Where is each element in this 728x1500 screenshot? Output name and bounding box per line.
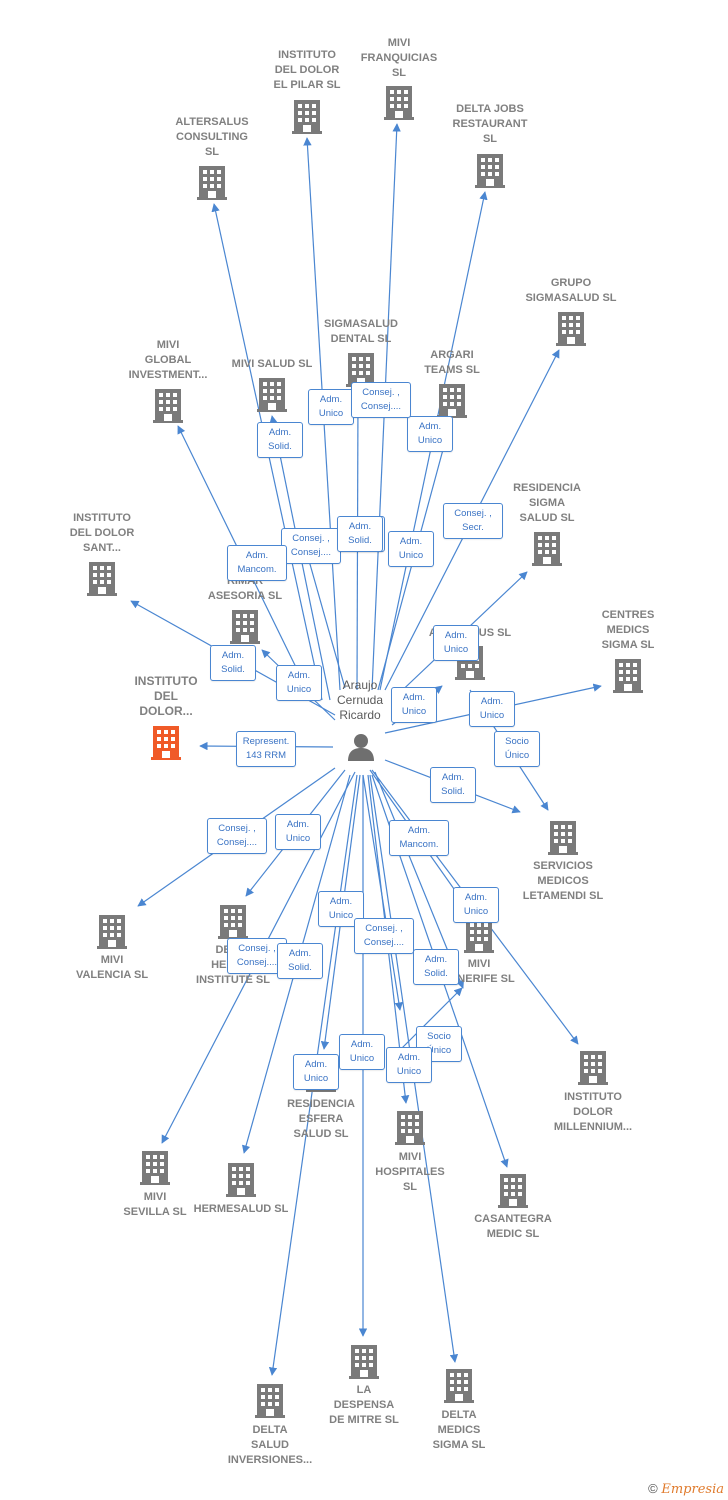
role-label-servicios-2[interactable]: Socio Único (494, 731, 540, 767)
company-label-mivi-hospitales[interactable]: MIVI HOSPITALES SL (375, 1151, 445, 1193)
company-label-la-despensa[interactable]: LA DESPENSA DE MITRE SL (329, 1384, 399, 1426)
role-label-centres[interactable]: Adm. Unico (469, 691, 515, 727)
company-building-icon[interactable] (197, 166, 227, 200)
role-label-mivi-global[interactable]: Adm. Mancom. (227, 545, 287, 581)
company-building-icon[interactable] (349, 1345, 379, 1379)
role-label-altersalus[interactable]: Adm. Solid. (257, 422, 303, 458)
company-building-icon[interactable] (230, 610, 260, 644)
role-label-hermesalud[interactable]: Adm. Solid. (277, 943, 323, 979)
company-label-delta-medics[interactable]: DELTA MEDICS SIGMA SL (432, 1409, 486, 1451)
company-label-instituto-dolor-sant[interactable]: INSTITUTO DEL DOLOR SANT... (69, 512, 135, 554)
role-label-esfera-2[interactable]: Consej. , Consej.... (354, 918, 414, 954)
role-label-franquicias[interactable]: Adm. Unico (308, 389, 354, 425)
role-label-servicios-1[interactable]: Adm. Solid. (430, 767, 476, 803)
company-label-argari-teams[interactable]: ARGARI TEAMS SL (424, 349, 480, 376)
role-label-sant[interactable]: Adm. Solid. (210, 645, 256, 681)
role-label-despensa[interactable]: Adm. Unico (386, 1047, 432, 1083)
company-label-mivi-franquicias[interactable]: MIVI FRANQUICIAS SL (360, 37, 438, 79)
role-label-main[interactable]: Represent. 143 RRM (236, 731, 296, 767)
company-label-instituto-millennium[interactable]: INSTITUTO DOLOR MILLENNIUM... (553, 1091, 633, 1133)
company-label-mivi-global[interactable]: MIVI GLOBAL INVESTMENT... (128, 339, 208, 381)
brand-logo[interactable]: Empresia (661, 1482, 724, 1497)
company-building-icon[interactable] (255, 1384, 285, 1418)
company-label-casantegra[interactable]: CASANTEGRA MEDIC SL (474, 1213, 552, 1240)
company-label-delta-salud-inv[interactable]: DELTA SALUD INVERSIONES... (227, 1424, 313, 1466)
role-label-tenerife-1[interactable]: Adm. Unico (453, 887, 499, 923)
copyright-symbol: © (648, 1481, 658, 1496)
footer: © Empresia (648, 1481, 724, 1497)
company-building-icon[interactable] (464, 919, 494, 953)
company-label-instituto-dolor-main[interactable]: INSTITUTO DEL DOLOR... (134, 674, 198, 718)
role-label-grupo[interactable]: Consej. , Secr. (443, 503, 503, 539)
company-building-icon[interactable] (444, 1369, 474, 1403)
company-building-icon[interactable] (578, 1051, 608, 1085)
role-label-mivi-salud-2[interactable]: Adm. Solid. (337, 516, 383, 552)
role-label-alterplus[interactable]: Adm. Unico (391, 687, 437, 723)
role-label-mivi-salud[interactable]: Consej. , Consej.... (351, 382, 411, 418)
center-person-name[interactable]: Araujo Cernuda Ricardo (336, 678, 384, 722)
company-label-servicios-medicos[interactable]: SERVICIOS MEDICOS LETAMENDI SL (522, 860, 604, 902)
company-building-icon[interactable] (548, 821, 578, 855)
company-building-icon[interactable] (437, 384, 467, 418)
company-label-mivi-salud[interactable]: MIVI SALUD SL (231, 358, 313, 370)
role-label-valencia[interactable]: Consej. , Consej.... (207, 818, 267, 854)
company-building-icon[interactable] (151, 726, 181, 760)
relationship-edge (304, 549, 346, 689)
company-building-icon[interactable] (140, 1151, 170, 1185)
role-label-residencia-sigma[interactable]: Adm. Unico (433, 625, 479, 661)
company-building-icon[interactable] (153, 389, 183, 423)
company-label-residencia-sigma[interactable]: RESIDENCIA SIGMA SALUD SL (513, 482, 581, 524)
role-label-delta-health[interactable]: Adm. Unico (275, 814, 321, 850)
company-label-centres-medics[interactable]: CENTRES MEDICS SIGMA SL (601, 609, 655, 651)
company-building-icon[interactable] (226, 1163, 256, 1197)
company-label-mivi-valencia[interactable]: MIVI VALENCIA SL (75, 954, 149, 981)
role-label-argari[interactable]: Adm. Unico (388, 531, 434, 567)
company-label-grupo-sigmasalud[interactable]: GRUPO SIGMASALUD SL (525, 277, 617, 304)
company-label-delta-jobs[interactable]: DELTA JOBS RESTAURANT SL (452, 103, 528, 145)
company-building-icon[interactable] (384, 86, 414, 120)
company-building-icon[interactable] (97, 915, 127, 949)
company-label-altersalus[interactable]: ALTERSALUS CONSULTING SL (175, 116, 249, 158)
company-label-residencia-esfera[interactable]: RESIDENCIA ESFERA SALUD SL (287, 1098, 355, 1140)
company-label-hermesalud[interactable]: HERMESALUD SL (193, 1203, 289, 1215)
role-label-rimar[interactable]: Adm. Unico (276, 665, 322, 701)
role-label-esfera-1[interactable]: Adm. Unico (318, 891, 364, 927)
company-building-icon[interactable] (556, 312, 586, 346)
role-label-delta-salud[interactable]: Adm. Unico (293, 1054, 339, 1090)
company-building-icon[interactable] (475, 154, 505, 188)
company-building-icon[interactable] (87, 562, 117, 596)
company-label-mivi-sevilla[interactable]: MIVI SEVILLA SL (123, 1191, 187, 1218)
role-label-delta-jobs[interactable]: Adm. Unico (407, 416, 453, 452)
relationship-edge (399, 987, 463, 1051)
company-building-icon[interactable] (257, 378, 287, 412)
company-building-icon[interactable] (218, 905, 248, 939)
company-building-icon[interactable] (498, 1174, 528, 1208)
company-building-icon[interactable] (395, 1111, 425, 1145)
company-building-icon[interactable] (613, 659, 643, 693)
role-label-pilar[interactable]: Consej. , Consej.... (281, 528, 341, 564)
role-label-millennium[interactable]: Adm. Mancom. (389, 820, 449, 856)
company-label-instituto-dolor-pilar[interactable]: INSTITUTO DEL DOLOR EL PILAR SL (273, 49, 341, 91)
role-label-tenerife-2[interactable]: Adm. Solid. (413, 949, 459, 985)
role-label-hospitales-2[interactable]: Adm. Unico (339, 1034, 385, 1070)
company-label-sigmasalud-dental[interactable]: SIGMASALUD DENTAL SL (324, 318, 398, 345)
company-building-icon[interactable] (532, 532, 562, 566)
person-icon[interactable] (348, 734, 374, 761)
company-building-icon[interactable] (292, 100, 322, 134)
